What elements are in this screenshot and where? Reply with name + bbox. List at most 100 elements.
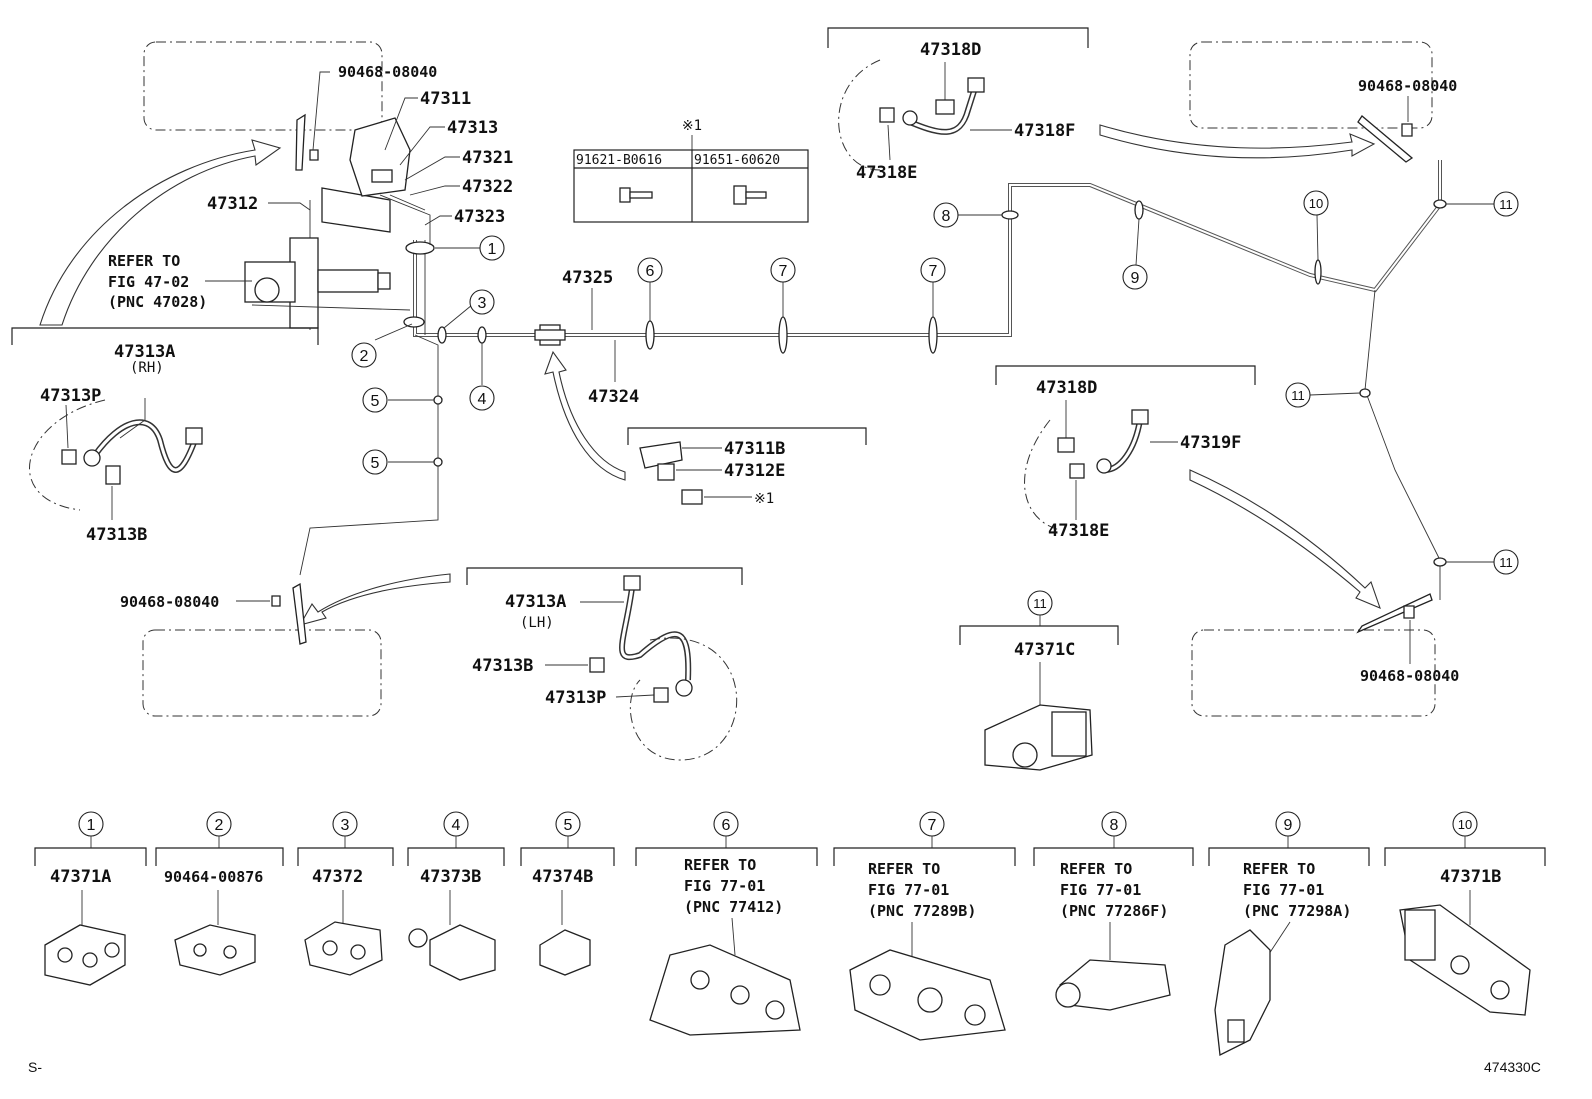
svg-text:2: 2 [360,348,369,365]
svg-text:FIG 77-01: FIG 77-01 [1060,881,1141,899]
svg-text:REFER TO: REFER TO [868,860,940,878]
label-47313: 47313 [447,118,498,138]
svg-text:FIG 77-01: FIG 77-01 [684,877,765,895]
pipe-connector [534,324,566,346]
svg-text:REFER TO: REFER TO [684,856,756,874]
label-47313P-rh: 47313P [40,386,101,406]
callout-5b [362,449,388,475]
bolt-icon [619,187,653,203]
label-90468-bottom-left: 90468-08040 [120,593,219,611]
refer-main-line3: (PNC 47028) [108,293,207,311]
callout-11a [1493,191,1519,217]
label-90464-00876: 90464-00876 [164,868,263,886]
callout-10 [1303,190,1329,216]
hose-clip-bottom-left: 90468-08040 [120,582,307,645]
nut-icon [879,107,895,123]
refer-main-line1: REFER TO [108,252,180,270]
callout-1 [479,235,505,261]
callout-7b [920,257,946,283]
label-star1: ※1 [754,491,774,507]
clamp-90464-icon [174,924,256,976]
svg-text:11: 11 [1033,596,1047,611]
label-47322: 47322 [462,177,513,197]
clamp-item-7: 7 REFER TO FIG 77-01 (PNC 77289B) [833,811,1016,1041]
label-47312: 47312 [207,194,258,214]
front-right-hose-group: 47318D 47318E 47318F [827,27,1089,183]
label-47325: 47325 [562,268,613,288]
label-47372: 47372 [312,867,363,887]
svg-text:6: 6 [646,263,655,280]
svg-text:(PNC 77286F): (PNC 77286F) [1060,902,1168,920]
svg-text:6: 6 [722,817,731,834]
svg-text:FIG 77-01: FIG 77-01 [1243,881,1324,899]
rh-hose-group: 47313A (RH) 47313P 47313B [11,327,319,545]
hose-fitting-icon [623,575,641,591]
clamp-item-3: 3 47372 [297,811,394,976]
clamp-11-group: 11 47371C [959,590,1119,771]
nut-icon [653,687,669,703]
clamp-item-10: 10 47371B [1384,811,1546,1016]
label-47371C: 47371C [1014,640,1075,660]
label-47313P-lh: 47313P [545,688,606,708]
label-47371A: 47371A [50,867,111,887]
callouts: 1 2 3 4 5 5 6 7 7 8 9 10 [351,190,1519,575]
arrow-to-front-right [1099,124,1376,159]
svg-text:9: 9 [1284,817,1293,834]
hose-fitting-icon [185,427,203,445]
label-90468-bottom-right: 90468-08040 [1360,667,1459,685]
nut-icon [61,449,77,465]
clamp-47372-icon [304,921,383,976]
wheel-area-bottom-right [1191,629,1436,717]
svg-text:11: 11 [1499,197,1513,212]
svg-text:2: 2 [215,817,224,834]
label-47321: 47321 [462,148,513,168]
clamp-item-2: 2 90464-00876 [155,811,284,976]
label-90468-top-right: 90468-08040 [1358,77,1457,95]
label-47313B-lh: 47313B [472,656,533,676]
rear-right-hose-group: 47318D 47319F 47318E [995,365,1256,541]
arrow-to-connector [544,350,626,481]
svg-text:1: 1 [87,817,96,834]
label-lh: (LH) [520,615,554,631]
svg-text:9: 9 [1131,270,1140,287]
clamp-item-1: 1 47371A [34,811,147,986]
callout-7a [770,257,796,283]
wheel-area-bottom-left [142,629,382,717]
svg-text:(PNC 77289B): (PNC 77289B) [868,902,976,920]
arrow-to-rear-left [298,573,451,626]
label-47374B: 47374B [532,867,593,887]
label-47324: 47324 [588,387,639,407]
figure-code: 474330C [1484,1059,1541,1075]
arrow-to-rear-right [1189,469,1381,609]
svg-text:5: 5 [371,393,380,410]
callout-3 [469,289,495,315]
label-47312E: 47312E [724,461,785,481]
bolt-icon [1057,437,1075,453]
bolt-icon [935,99,955,115]
corner-mark: S- [28,1059,42,1075]
svg-text:3: 3 [478,295,487,312]
master-cylinder [244,237,411,329]
bolt-table-star: ※1 [682,118,702,134]
label-47318E-top: 47318E [856,163,917,183]
svg-text:8: 8 [942,208,951,225]
callout-2 [351,342,377,368]
refer-main-line2: FIG 47-02 [108,273,189,291]
label-47318E-mid: 47318E [1048,521,1109,541]
label-47318D-mid: 47318D [1036,378,1097,398]
hose-clip-bottom-right: 90468-08040 [1356,593,1459,685]
svg-text:FIG 77-01: FIG 77-01 [868,881,949,899]
clamp-item-8: 8 REFER TO FIG 77-01 (PNC 77286F) [1033,811,1194,1011]
callout-9 [1122,264,1148,290]
clamp-47373B-icon [429,924,496,981]
label-47313B-rh: 47313B [86,525,147,545]
svg-text:4: 4 [478,391,487,408]
bolt-col1: 91621-B0616 [576,153,662,168]
label-47323: 47323 [454,207,505,227]
svg-text:3: 3 [341,817,350,834]
label-47311B: 47311B [724,439,785,459]
svg-text:1: 1 [488,241,497,258]
callout-8 [933,202,959,228]
brake-tube-main [299,160,1442,600]
